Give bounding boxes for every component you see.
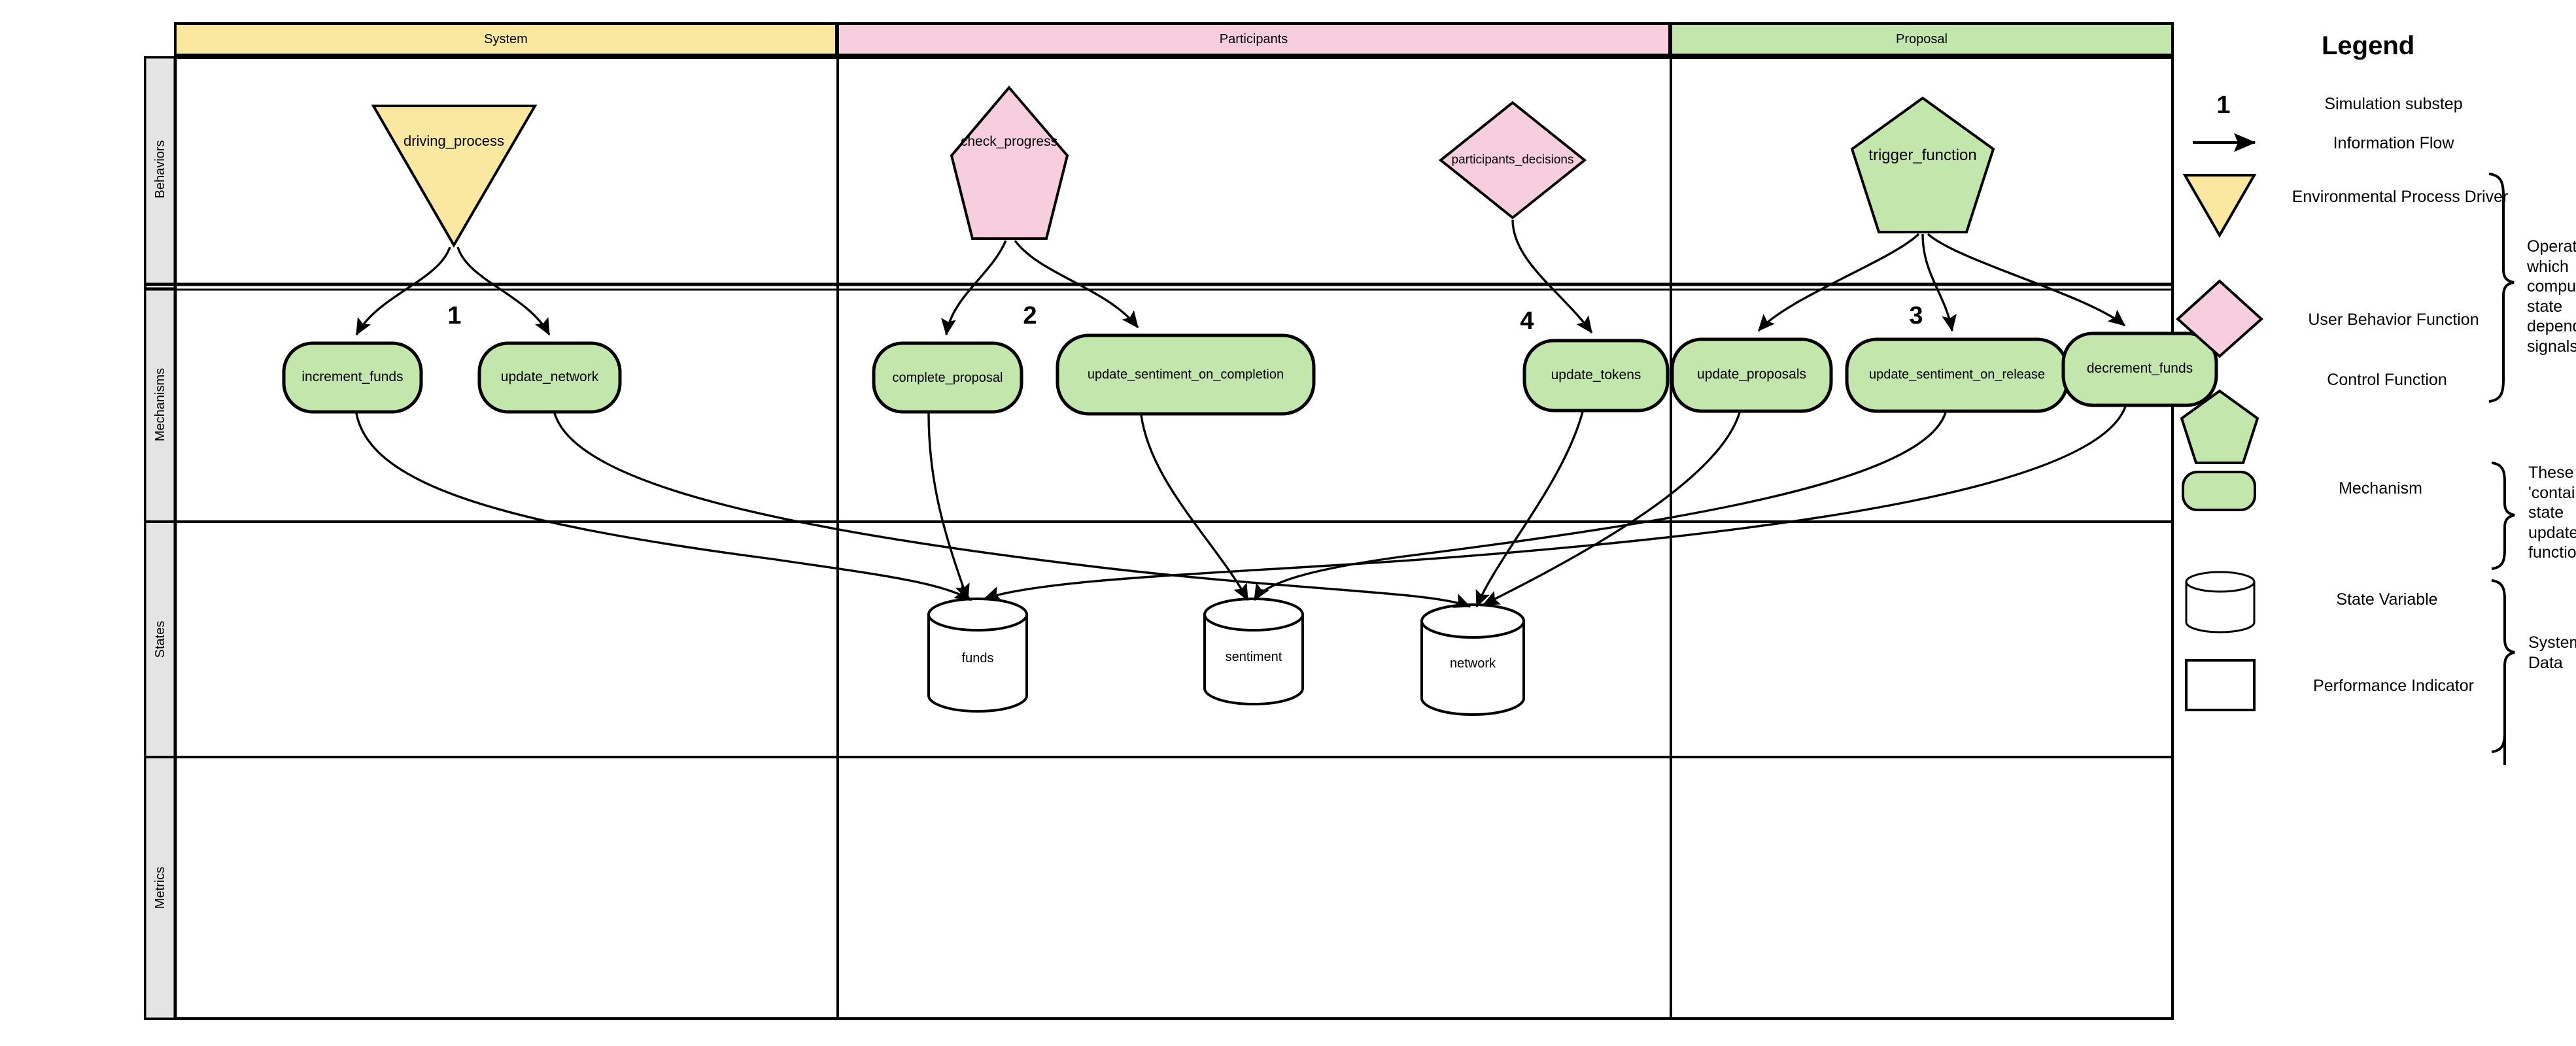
grid-frame xyxy=(144,56,2174,1020)
row-gutter-behaviors xyxy=(144,56,177,286)
row-gutter-metrics xyxy=(144,756,177,1020)
shape-update-sentiment-on-completion[interactable] xyxy=(1056,333,1316,416)
shape-network[interactable] xyxy=(1420,603,1525,716)
shape-driving-process[interactable] xyxy=(371,105,538,248)
shape-update-proposals[interactable] xyxy=(1670,337,1833,413)
edge-decrement-funds-to-funds xyxy=(983,406,2127,601)
brace-label-state-update: These 'contain' state update functions xyxy=(2528,464,2576,562)
brace-label-operators: Operators which computes state dependent… xyxy=(2527,237,2576,356)
legend-triangle-icon xyxy=(2182,174,2257,239)
edge-update-sentiment-completion-to-sentiment xyxy=(1140,414,1249,601)
legend-cylinder-icon xyxy=(2185,571,2256,633)
column-header-bands xyxy=(174,22,2174,56)
legend-pentagon-icon xyxy=(2180,389,2259,464)
row-label-metrics: Metrics xyxy=(152,866,167,909)
column-header-system xyxy=(174,22,838,56)
edge-update-proposals-to-network xyxy=(1482,412,1741,606)
edge-trigger-function-to-update-proposals xyxy=(1757,233,1920,332)
substep-number-4: 4 xyxy=(1520,307,1534,335)
legend-label-user-behavior-function: User Behavior Function xyxy=(2308,310,2479,329)
edges-behaviors-to-mechanisms xyxy=(355,219,2126,336)
shape-check-progress[interactable] xyxy=(950,85,1069,240)
column-header-proposal xyxy=(1670,22,2174,56)
legend-shapes xyxy=(2176,133,2515,765)
edge-complete-proposal-to-funds xyxy=(927,413,970,601)
row-label-behaviors: Behaviors xyxy=(152,140,167,199)
mechanism-shapes xyxy=(282,331,2218,416)
edge-check-progress-to-update-sentiment-completion xyxy=(1014,239,1139,329)
shape-participants-decisions[interactable] xyxy=(1438,101,1587,220)
brace-label-system-data: System Data xyxy=(2528,633,2576,672)
shape-update-sentiment-on-release[interactable] xyxy=(1845,337,2069,413)
legend-substep-symbol: 1 xyxy=(2216,92,2231,119)
legend-title: Legend xyxy=(2322,31,2415,60)
column-header-participants xyxy=(836,22,1671,56)
legend-diamond-icon xyxy=(2176,279,2263,358)
column-header-label-system: System xyxy=(484,31,528,46)
edge-participants-decisions-to-update-tokens xyxy=(1511,219,1593,334)
edge-trigger-function-to-decrement-funds xyxy=(1927,233,2126,327)
substep-number-2: 2 xyxy=(1023,302,1037,329)
legend-label-simulation-substep: Simulation substep xyxy=(2324,94,2463,113)
row-label-states: States xyxy=(152,620,167,658)
legend-label-state-variable: State Variable xyxy=(2336,590,2438,609)
shape-decrement-funds[interactable] xyxy=(2061,331,2218,407)
edge-driving-process-to-update-network xyxy=(456,246,551,336)
edges-mechanisms-to-states xyxy=(355,406,2127,608)
shape-update-tokens[interactable] xyxy=(1522,339,1670,413)
shape-increment-funds[interactable] xyxy=(282,341,423,414)
legend-label-control-function: Control Function xyxy=(2327,370,2447,389)
brace-state-update xyxy=(2491,462,2515,570)
edge-increment-funds-to-funds xyxy=(355,413,972,601)
shape-complete-proposal[interactable] xyxy=(872,341,1023,414)
state-shapes xyxy=(927,598,1525,716)
legend-label-information-flow: Information Flow xyxy=(2333,133,2454,152)
legend-mechanism-icon xyxy=(2182,471,2256,511)
legend-label-environmental-process-driver: Environmental Process Driver xyxy=(2292,187,2509,206)
shape-update-network[interactable] xyxy=(477,341,622,414)
edge-update-network-to-network xyxy=(553,413,1471,608)
row-gutter-states xyxy=(144,520,177,758)
edge-update-sentiment-release-to-sentiment xyxy=(1253,412,1947,601)
edge-driving-process-to-increment-funds xyxy=(355,246,451,336)
column-header-label-participants: Participants xyxy=(1219,31,1288,46)
legend-label-mechanism: Mechanism xyxy=(2339,479,2422,498)
row-label-mechanisms: Mechanisms xyxy=(152,367,167,442)
behavior-shapes xyxy=(371,85,1995,248)
substep-number-1: 1 xyxy=(447,302,462,329)
shape-trigger-function[interactable] xyxy=(1850,96,1995,233)
edge-trigger-function-to-update-sentiment-release xyxy=(1921,233,1957,332)
substep-number-3: 3 xyxy=(1909,302,1923,329)
legend-label-performance-indicator: Performance Indicator xyxy=(2313,676,2474,695)
shape-funds[interactable] xyxy=(927,598,1028,713)
column-header-label-proposal: Proposal xyxy=(1896,31,1948,46)
brace-operators xyxy=(2488,173,2515,403)
edge-update-tokens-to-network xyxy=(1475,411,1584,608)
edge-check-progress-to-complete-proposal xyxy=(940,240,1007,336)
legend-rect-icon xyxy=(2185,659,2256,711)
shape-sentiment[interactable] xyxy=(1203,598,1304,705)
